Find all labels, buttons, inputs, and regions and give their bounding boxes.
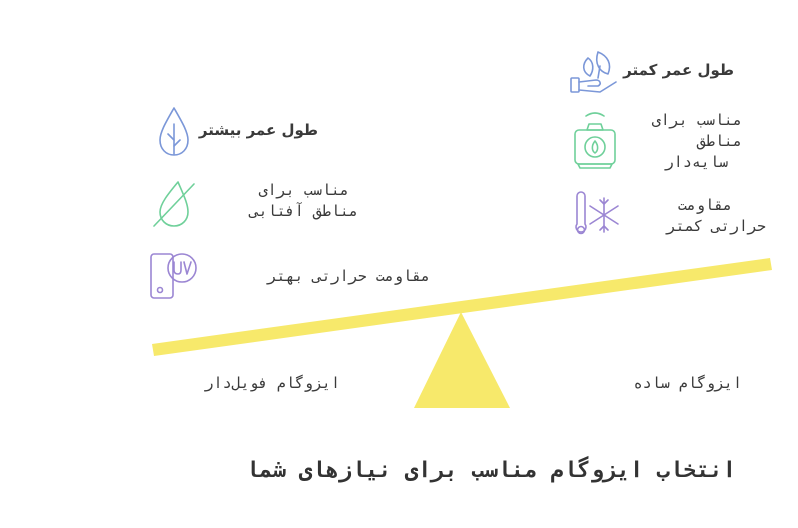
page-title: انتخاب ایزوگام مناسب برای نیازهای شما	[245, 458, 736, 483]
left-feature-3-line: مقاومت حرارتی بهتر	[267, 267, 430, 285]
water-drop-icon	[159, 107, 189, 156]
right-feature-1-text: طول عمر کمتر	[623, 60, 734, 81]
right-feature-2-line-3: سایه‌دار	[664, 153, 728, 171]
left-feature-2-line-2: مناطق آفتابی	[249, 202, 358, 220]
left-feature-3-text: مقاومت حرارتی بهتر	[267, 266, 430, 287]
right-option-label: ایزوگام ساده	[633, 374, 742, 392]
right-feature-2-line-1: مناسب برای	[651, 111, 742, 129]
thermometer-snow-icon	[575, 191, 619, 235]
right-feature-3-line-2: حرارتی کمتر	[666, 217, 766, 235]
no-shade-icon	[153, 181, 195, 227]
lantern-icon	[574, 112, 616, 169]
right-feature-3-line-1: مقاومت	[677, 196, 732, 214]
right-feature-2-line-2: مناطق	[696, 132, 742, 150]
left-feature-1-text: طول عمر بیشتر	[199, 120, 318, 141]
right-feature-1-line: طول عمر کمتر	[623, 61, 734, 79]
left-feature-2-text: مناسب برای مناطق آفتابی	[250, 180, 358, 222]
uv-resistance-icon	[150, 253, 197, 299]
fulcrum-triangle	[414, 312, 510, 408]
left-feature-1-line: طول عمر بیشتر	[198, 121, 318, 139]
plant-hand-icon	[570, 51, 617, 93]
left-option-label: ایزوگام فویل‌دار	[204, 374, 340, 392]
seesaw-beam	[152, 258, 772, 356]
right-feature-3-text: مقاومت حرارتی کمتر	[667, 195, 766, 237]
right-feature-2-text: مناسب برای مناطق سایه‌دار	[652, 110, 742, 173]
left-feature-2-line-1: مناسب برای	[258, 181, 349, 199]
